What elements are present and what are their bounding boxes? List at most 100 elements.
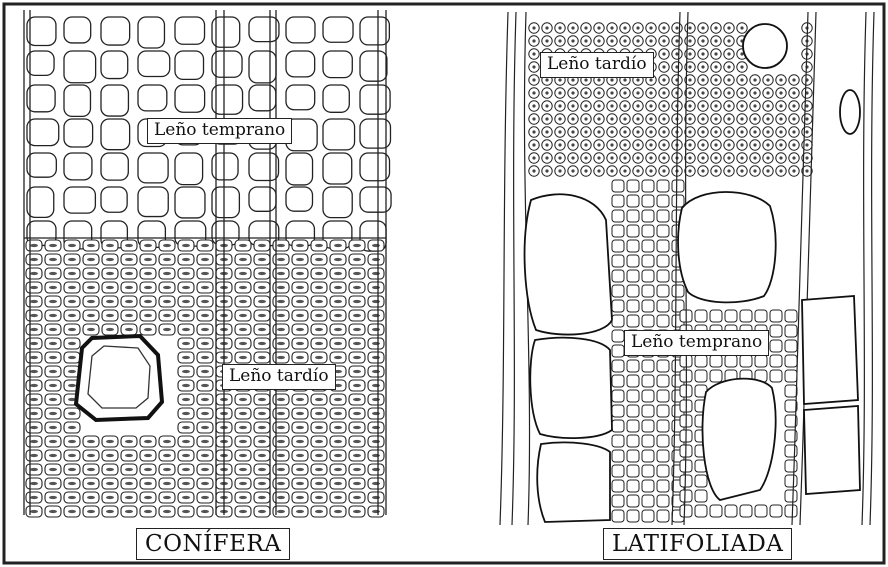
cell-lumen	[623, 39, 626, 42]
cell-lumen	[277, 440, 285, 443]
cell-lumen	[610, 117, 613, 120]
cell-lumen	[182, 300, 190, 303]
cell-lumen	[182, 328, 190, 331]
cell-lumen	[727, 117, 730, 120]
parenchyma-cell	[695, 370, 707, 382]
parenchyma-cell	[755, 505, 767, 517]
cell-lumen	[662, 143, 665, 146]
cell-lumen	[277, 356, 285, 359]
cell-lumen	[701, 39, 704, 42]
cell-lumen	[30, 482, 38, 485]
cell-lumen	[277, 258, 285, 261]
parenchyma-cell	[785, 370, 797, 382]
cell-lumen	[558, 169, 561, 172]
cell-lumen	[727, 130, 730, 133]
cell-lumen	[144, 468, 152, 471]
cell-lumen	[714, 52, 717, 55]
parenchyma-cell	[672, 180, 684, 192]
cell-lumen	[792, 156, 795, 159]
cell-lumen	[584, 130, 587, 133]
cell-lumen	[558, 104, 561, 107]
cell-lumen	[753, 130, 756, 133]
cell-lumen	[688, 117, 691, 120]
cell-lumen	[353, 398, 361, 401]
cell-lumen	[30, 510, 38, 513]
cell-lumen	[201, 426, 209, 429]
cell-lumen	[334, 440, 342, 443]
cell-lumen	[597, 156, 600, 159]
cell-lumen	[239, 328, 247, 331]
parenchyma-cell	[755, 310, 767, 322]
cell-lumen	[636, 130, 639, 133]
cell-lumen	[106, 468, 114, 471]
parenchyma-cell	[627, 240, 639, 252]
cell-lumen	[49, 244, 57, 247]
tracheid-cell	[64, 51, 96, 83]
cell-lumen	[125, 496, 133, 499]
cell-lumen	[805, 117, 808, 120]
cell-lumen	[30, 370, 38, 373]
tracheid-cell	[101, 187, 127, 212]
cell-lumen	[636, 169, 639, 172]
cell-lumen	[315, 328, 323, 331]
cell-lumen	[372, 342, 380, 345]
cell-lumen	[662, 169, 665, 172]
cell-lumen	[597, 39, 600, 42]
cell-lumen	[87, 300, 95, 303]
cell-lumen	[623, 130, 626, 133]
cell-lumen	[87, 244, 95, 247]
cell-lumen	[675, 39, 678, 42]
cell-lumen	[334, 482, 342, 485]
parenchyma-cell	[627, 315, 639, 327]
tracheid-cell	[138, 153, 168, 183]
cell-lumen	[163, 440, 171, 443]
cell-lumen	[353, 342, 361, 345]
parenchyma-cell	[612, 450, 624, 462]
cell-lumen	[296, 328, 304, 331]
cell-lumen	[623, 104, 626, 107]
cell-lumen	[125, 244, 133, 247]
cell-lumen	[296, 440, 304, 443]
cell-lumen	[372, 384, 380, 387]
parenchyma-cell	[657, 465, 669, 477]
cell-lumen	[239, 468, 247, 471]
parenchyma-cell	[785, 355, 797, 367]
cell-lumen	[296, 468, 304, 471]
cell-lumen	[296, 244, 304, 247]
cell-lumen	[353, 314, 361, 317]
cell-lumen	[239, 272, 247, 275]
parenchyma-cell	[612, 375, 624, 387]
cell-lumen	[334, 258, 342, 261]
cell-lumen	[714, 117, 717, 120]
parenchyma-cell	[642, 510, 654, 522]
cell-lumen	[584, 78, 587, 81]
parenchyma-cell	[657, 420, 669, 432]
cell-lumen	[714, 156, 717, 159]
cell-lumen	[258, 440, 266, 443]
cell-lumen	[296, 356, 304, 359]
tracheid-cell	[249, 17, 279, 42]
parenchyma-cell	[612, 255, 624, 267]
cell-lumen	[277, 468, 285, 471]
cell-lumen	[688, 91, 691, 94]
parenchyma-cell	[612, 300, 624, 312]
cell-lumen	[277, 300, 285, 303]
cell-lumen	[610, 91, 613, 94]
tracheid-cell	[101, 85, 128, 116]
cell-lumen	[372, 482, 380, 485]
cell-lumen	[201, 300, 209, 303]
cell-lumen	[30, 468, 38, 471]
cell-lumen	[258, 412, 266, 415]
cell-lumen	[779, 156, 782, 159]
cell-lumen	[372, 454, 380, 457]
tracheid-cell	[249, 85, 276, 111]
cell-lumen	[753, 169, 756, 172]
cell-lumen	[315, 258, 323, 261]
cell-lumen	[688, 143, 691, 146]
parenchyma-cell	[657, 180, 669, 192]
cell-lumen	[201, 412, 209, 415]
cell-lumen	[701, 169, 704, 172]
cell-lumen	[201, 244, 209, 247]
parenchyma-cell	[785, 475, 797, 487]
cell-lumen	[30, 272, 38, 275]
